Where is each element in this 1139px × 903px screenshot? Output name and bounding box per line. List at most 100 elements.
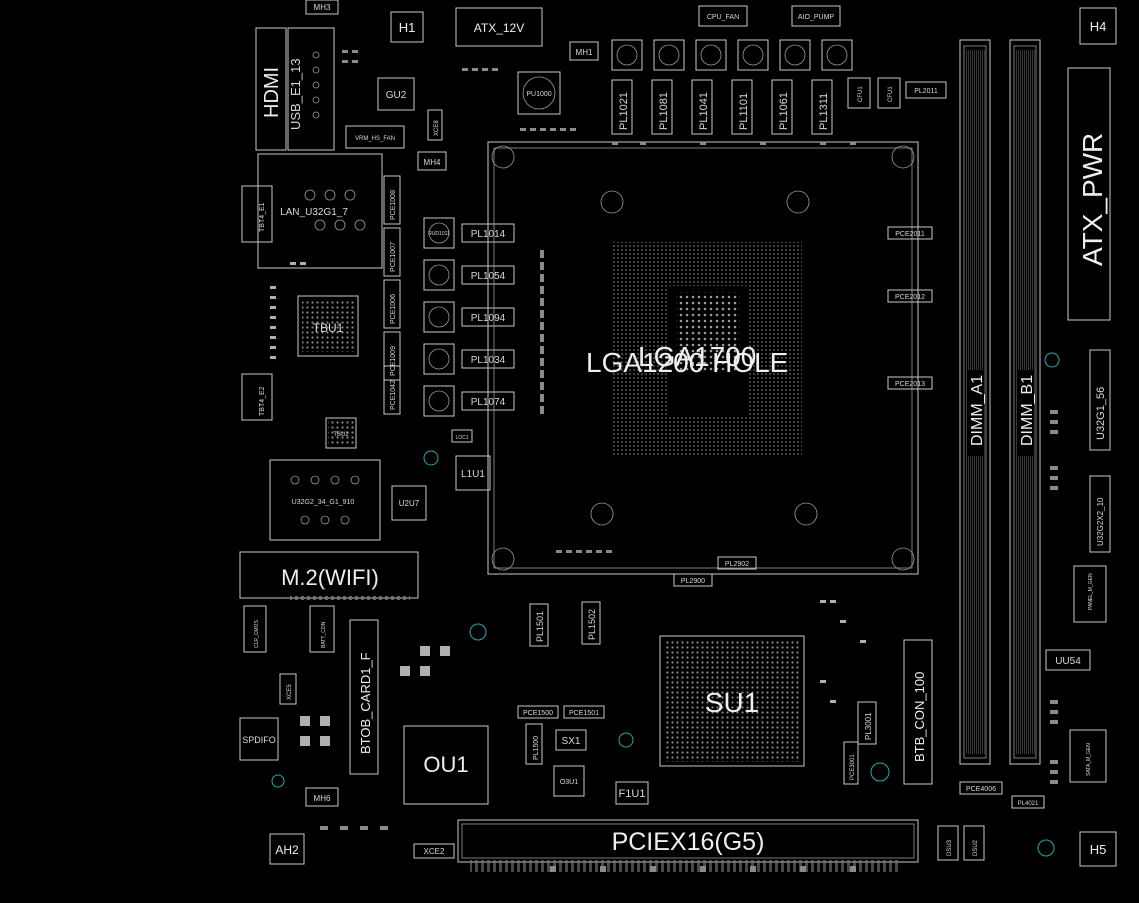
svg-text:U32G2X2_10: U32G2X2_10	[1096, 497, 1105, 546]
svg-text:AIO_PUMP: AIO_PUMP	[798, 14, 835, 21]
svg-text:LOC1: LOC1	[455, 435, 468, 441]
svg-text:OU1: OU1	[423, 752, 468, 777]
cap-pce2013: PCE2013	[887, 376, 933, 390]
connector-tbt4-e1: TBT4_E1	[241, 185, 273, 243]
svg-text:DIMM_A1: DIMM_A1	[969, 375, 986, 446]
inductor-loc1: LOC1	[451, 429, 473, 443]
svg-text:VRM_HS_FAN: VRM_HS_FAN	[355, 136, 395, 142]
svg-text:PL1501: PL1501	[535, 611, 545, 642]
svg-text:CFU1: CFU1	[858, 86, 864, 102]
inductor-l1u1: L1U1	[455, 455, 491, 491]
connector-btob-card1-f: BTOB_CARD1_F	[349, 619, 379, 775]
dimm-slot-b1: DIMM_B1	[1009, 39, 1041, 765]
inductor-pl4021: PL4021	[1011, 795, 1045, 809]
slot-m2-wifi: M.2(WIFI)	[239, 551, 419, 600]
cap-pce2011: PCE2011	[887, 226, 933, 240]
svg-text:TBU1: TBU1	[313, 321, 344, 335]
svg-text:F1U1: F1U1	[619, 788, 646, 800]
inductor-pl1311: PL1311	[811, 79, 833, 135]
svg-text:PL1021: PL1021	[618, 92, 630, 130]
svg-text:PL1311: PL1311	[818, 93, 830, 130]
svg-text:PL2902: PL2902	[725, 561, 749, 568]
lga-pin-field	[612, 242, 802, 456]
svg-text:PCE1042: PCE1042	[390, 380, 397, 410]
svg-text:H4: H4	[1090, 19, 1107, 34]
chip-gu2: GU2	[377, 77, 415, 111]
chip-dsu2: DSU2	[963, 825, 985, 861]
inductor-pl1101: PL1101	[731, 79, 753, 135]
svg-text:PL1500: PL1500	[533, 736, 540, 760]
connector-u32g1-56: U32G1_56	[1089, 349, 1111, 451]
svg-text:MH3: MH3	[314, 3, 331, 12]
crystal-sx1: SX1	[555, 729, 587, 751]
vrm-left-column: RUD1011	[423, 217, 455, 417]
svg-text:ATX_12V: ATX_12V	[474, 21, 524, 35]
inductor-pl3001: PL3001	[857, 701, 877, 745]
svg-text:PL3001: PL3001	[864, 712, 873, 740]
svg-text:SX1: SX1	[562, 736, 581, 747]
connector-batt-con: BATT_CON	[309, 605, 335, 653]
test-point-markers	[271, 352, 1060, 857]
svg-text:PCE1006: PCE1006	[390, 294, 397, 324]
svg-text:CPU_FAN: CPU_FAN	[707, 14, 739, 21]
cap-pce4006: PCE4006	[959, 781, 1003, 795]
svg-text:U2U7: U2U7	[399, 499, 420, 508]
svg-text:GU2: GU2	[386, 90, 407, 101]
svg-text:H1: H1	[399, 20, 416, 35]
svg-text:XCE2: XCE2	[424, 847, 445, 856]
chip-dsu3: DSU3	[937, 825, 959, 861]
cap-cfu-a: CFU1	[847, 77, 871, 109]
inductor-pl1061: PL1061	[771, 79, 793, 135]
cap-column-pce100x: PCE1008 PCE1007 PCE1006 PCE1009 PCE1042	[383, 175, 401, 415]
svg-text:SU1: SU1	[705, 687, 759, 718]
mounting-hole-h4: H4	[1079, 7, 1117, 45]
chip-pu1000: PU1000	[517, 71, 561, 115]
connector-atx-pwr: ATX_PWR	[1067, 67, 1111, 321]
slot-pciex16-g5: PCIEX16(G5)	[457, 819, 919, 872]
inductor-pl2011: PL2011	[905, 81, 947, 99]
svg-text:PCE1009: PCE1009	[390, 346, 397, 376]
chip-tbu1: TBU1	[297, 295, 359, 357]
socket-label-lga1200: LGA1200 HOLE	[586, 347, 788, 378]
svg-text:LGA1200 HOLE: LGA1200 HOLE	[586, 347, 788, 378]
svg-text:O3U1: O3U1	[560, 779, 578, 786]
svg-text:AH2: AH2	[275, 843, 299, 857]
svg-text:LAN_U32G1_7: LAN_U32G1_7	[280, 207, 348, 218]
svg-text:BTOB_CARD1_F: BTOB_CARD1_F	[358, 652, 373, 754]
mounting-hole-mh6: MH6	[305, 787, 339, 807]
chip-ou1: OU1	[403, 725, 489, 805]
svg-text:PCE2011: PCE2011	[895, 231, 925, 238]
connector-xce: XCE8	[427, 109, 443, 141]
svg-text:MH4: MH4	[424, 158, 441, 167]
chip-o3u1: O3U1	[553, 765, 585, 797]
connector-sata-m-gen: SATA_M_GEN	[1069, 729, 1107, 783]
svg-text:DSU2: DSU2	[973, 839, 979, 856]
inductor-pl1081: PL1081	[651, 79, 673, 135]
inductor-pl2900: PL2900	[673, 573, 713, 587]
connector-cpu-fan: CPU_FAN	[698, 5, 748, 27]
connector-clr-cmos: CLR_CMOS	[243, 605, 267, 653]
svg-text:PL4021: PL4021	[1018, 801, 1039, 807]
inductor-pl2902: PL2902	[717, 556, 757, 570]
cap-pce1500: PCE1500	[517, 705, 559, 719]
mounting-hole-mh4: MH4	[417, 151, 447, 171]
socket-label-lga1700: LGA1700	[638, 341, 756, 372]
svg-text:PCE2013: PCE2013	[895, 381, 925, 388]
svg-text:PCIEX16(G5): PCIEX16(G5)	[612, 828, 765, 856]
cap-pce3001: PCE3001	[843, 741, 859, 785]
cap-pce2012: PCE2012	[887, 289, 933, 303]
svg-text:LGA1700: LGA1700	[638, 341, 756, 372]
svg-text:U32G1_56: U32G1_56	[1095, 387, 1107, 440]
svg-text:SATA_M_GEN: SATA_M_GEN	[1086, 743, 1092, 776]
svg-text:MH1: MH1	[576, 48, 593, 57]
mounting-hole-h5: H5	[1079, 831, 1117, 867]
vrm-top-row	[611, 39, 853, 71]
svg-text:M.2(WIFI): M.2(WIFI)	[281, 565, 379, 590]
connector-atx-12v: ATX_12V	[455, 7, 543, 47]
svg-text:PANEL_M_GEN: PANEL_M_GEN	[1088, 573, 1094, 610]
svg-text:USB_E1_13: USB_E1_13	[288, 58, 303, 130]
inductor-pl1041: PL1041	[691, 79, 713, 135]
connector-tbt4-e2: TBT4_E2	[241, 373, 273, 421]
svg-text:CFU1: CFU1	[888, 86, 894, 102]
svg-text:PL1041: PL1041	[698, 92, 710, 130]
